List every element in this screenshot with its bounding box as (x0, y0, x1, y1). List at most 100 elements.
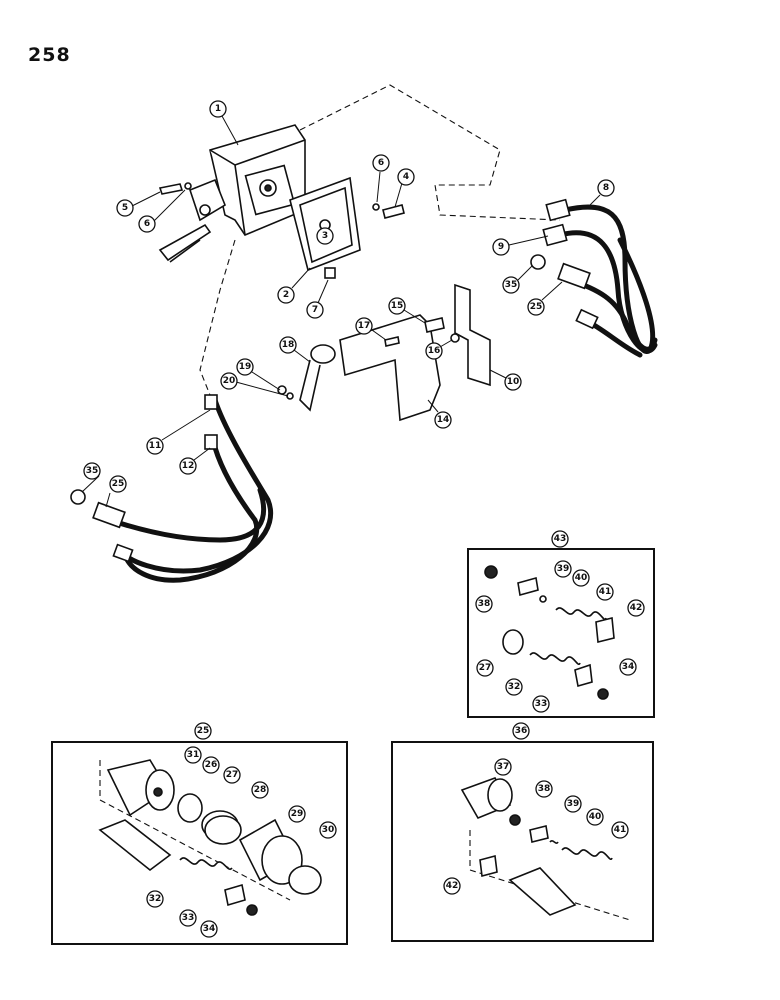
callout-33: 33 (532, 695, 550, 713)
svg-text:7: 7 (312, 305, 318, 315)
svg-text:33: 33 (182, 913, 195, 923)
svg-text:9: 9 (498, 242, 504, 252)
svg-text:32: 32 (508, 682, 521, 692)
callout-25: 25 (105, 475, 127, 508)
bolt-15 (384, 317, 460, 347)
svg-text:25: 25 (112, 479, 125, 489)
callout-41: 41 (596, 583, 614, 601)
callout-6: 6 (372, 154, 390, 203)
callout-39: 39 (554, 560, 572, 578)
page-number: 258 (28, 44, 71, 66)
screw-4 (372, 203, 405, 219)
svg-text:33: 33 (535, 699, 548, 709)
callout-9: 9 (492, 235, 549, 256)
svg-text:27: 27 (479, 663, 492, 673)
callout-11: 11 (146, 409, 211, 455)
svg-text:25: 25 (530, 302, 543, 312)
svg-text:39: 39 (567, 799, 580, 809)
inset-25-box: 25 31 26 27 28 29 30 32 33 34 (51, 722, 348, 945)
callout-41: 41 (611, 821, 629, 839)
callout-29: 29 (288, 805, 306, 823)
svg-text:6: 6 (144, 219, 150, 229)
callout-40: 40 (586, 808, 604, 826)
callout-3: 3 (316, 227, 334, 245)
callout-35: 35 (81, 462, 101, 493)
callout-32: 32 (505, 678, 523, 696)
svg-text:8: 8 (603, 183, 609, 193)
svg-text:12: 12 (182, 461, 195, 471)
svg-text:41: 41 (599, 587, 612, 597)
callout-37: 37 (494, 758, 512, 776)
inset-36-title: 36 (512, 722, 530, 740)
svg-text:14: 14 (437, 415, 450, 425)
svg-text:26: 26 (205, 760, 218, 770)
callout-12: 12 (179, 447, 211, 475)
inset-25-title: 25 (194, 722, 212, 740)
callout-10: 10 (489, 369, 522, 391)
callout-27: 27 (223, 766, 241, 784)
svg-text:40: 40 (575, 573, 588, 583)
svg-text:38: 38 (478, 599, 491, 609)
svg-text:29: 29 (291, 809, 304, 819)
callout-4: 4 (394, 168, 415, 208)
svg-text:19: 19 (239, 362, 252, 372)
callout-7: 7 (306, 279, 329, 319)
svg-text:4: 4 (403, 172, 409, 182)
svg-text:11: 11 (149, 441, 162, 451)
svg-text:1: 1 (215, 104, 221, 114)
svg-text:28: 28 (254, 785, 267, 795)
svg-text:5: 5 (122, 203, 128, 213)
svg-text:35: 35 (86, 466, 99, 476)
gasket-2 (289, 176, 361, 272)
callout-33: 33 (179, 909, 197, 927)
callout-28: 28 (251, 781, 269, 799)
callout-15: 15 (388, 297, 426, 324)
svg-text:42: 42 (446, 881, 459, 891)
svg-text:35: 35 (505, 280, 518, 290)
control-valve-body (158, 124, 306, 263)
svg-text:27: 27 (226, 770, 239, 780)
clamp-18 (277, 344, 336, 412)
callout-34: 34 (619, 658, 637, 676)
svg-text:42: 42 (630, 603, 643, 613)
svg-text:38: 38 (538, 784, 551, 794)
callout-8: 8 (589, 179, 615, 206)
right-hose-assembly (530, 198, 658, 358)
svg-text:30: 30 (322, 825, 335, 835)
screw-5 (158, 182, 192, 195)
callout-38: 38 (475, 595, 493, 613)
callout-42: 42 (443, 877, 461, 895)
callout-20: 20 (220, 372, 289, 397)
svg-text:37: 37 (497, 762, 510, 772)
svg-text:40: 40 (589, 812, 602, 822)
plug-7 (324, 267, 336, 279)
callout-39: 39 (564, 795, 582, 813)
callout-32: 32 (146, 890, 164, 908)
inset-36-box: 36 37 38 39 40 41 42 (391, 722, 654, 942)
callout-27: 27 (476, 659, 494, 677)
callout-5: 5 (116, 191, 161, 217)
svg-text:41: 41 (614, 825, 627, 835)
svg-text:43: 43 (554, 534, 567, 544)
svg-text:34: 34 (203, 924, 216, 934)
svg-text:20: 20 (223, 376, 236, 386)
callout-40: 40 (572, 569, 590, 587)
callout-1: 1 (209, 100, 239, 146)
callout-17: 17 (355, 317, 387, 341)
bracket-14 (339, 314, 441, 422)
inset-43-box: 43 38 39 40 41 42 27 32 33 34 (467, 530, 655, 718)
callout-42: 42 (627, 599, 645, 617)
svg-text:17: 17 (358, 321, 371, 331)
left-hose-assembly (70, 394, 274, 583)
svg-text:31: 31 (187, 750, 200, 760)
callout-16: 16 (425, 339, 453, 360)
callout-19: 19 (236, 358, 281, 391)
callout-18: 18 (279, 336, 311, 363)
svg-text:39: 39 (557, 564, 570, 574)
svg-text:18: 18 (282, 340, 295, 350)
callout-35: 35 (502, 265, 533, 294)
svg-text:3: 3 (322, 231, 328, 241)
svg-text:10: 10 (507, 377, 520, 387)
